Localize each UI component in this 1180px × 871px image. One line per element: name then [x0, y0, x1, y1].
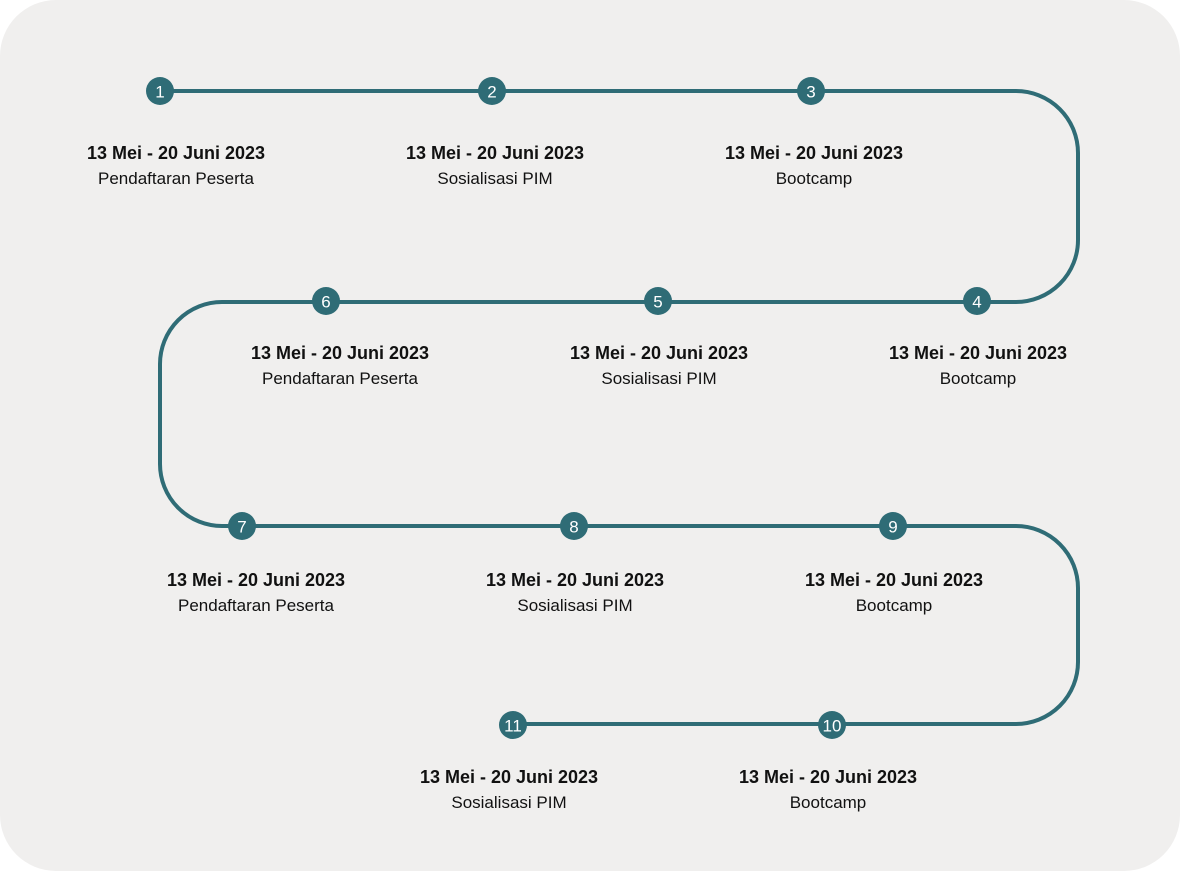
- milestone-marker: [644, 287, 672, 315]
- milestone-marker: [797, 77, 825, 105]
- milestone-date: 13 Mei - 20 Juni 2023: [485, 570, 665, 590]
- milestone-number: 8: [569, 518, 578, 537]
- milestone-node-7: 7: [228, 512, 256, 540]
- milestone-number: 5: [653, 293, 662, 312]
- milestone-marker: [478, 77, 506, 105]
- milestone-date: 13 Mei - 20 Juni 2023: [250, 343, 430, 363]
- milestone-node-4: 4: [963, 287, 991, 315]
- milestone-marker: [879, 512, 907, 540]
- milestone-title: Bootcamp: [855, 596, 933, 615]
- milestone-node-11: 11: [499, 711, 527, 739]
- milestone-marker: [146, 77, 174, 105]
- milestone-number: 9: [888, 518, 897, 537]
- milestone-date: 13 Mei - 20 Juni 2023: [804, 570, 984, 590]
- milestone-date: 13 Mei - 20 Juni 2023: [86, 143, 266, 163]
- milestone-title: Sosialisasi PIM: [451, 793, 567, 812]
- milestone-number: 7: [237, 518, 246, 537]
- milestone-date: 13 Mei - 20 Juni 2023: [738, 767, 918, 787]
- milestone-node-6: 6: [312, 287, 340, 315]
- milestone-number: 10: [823, 717, 842, 736]
- milestone-title: Sosialisasi PIM: [517, 596, 633, 615]
- milestone-node-1: 1: [146, 77, 174, 105]
- milestone-node-10: 10: [818, 711, 846, 739]
- milestone-node-9: 9: [879, 512, 907, 540]
- milestone-number: 4: [972, 293, 981, 312]
- milestone-marker: [499, 711, 527, 739]
- milestone-number: 2: [487, 83, 496, 102]
- milestone-number: 1: [155, 83, 164, 102]
- milestone-title: Bootcamp: [789, 793, 867, 812]
- milestone-node-8: 8: [560, 512, 588, 540]
- milestone-node-2: 2: [478, 77, 506, 105]
- milestone-marker: [963, 287, 991, 315]
- milestone-marker: [228, 512, 256, 540]
- milestone-date: 13 Mei - 20 Juni 2023: [724, 143, 904, 163]
- milestone-date: 13 Mei - 20 Juni 2023: [419, 767, 599, 787]
- milestone-number: 6: [321, 293, 330, 312]
- milestone-title: Sosialisasi PIM: [601, 369, 717, 388]
- milestone-title: Pendaftaran Peserta: [262, 369, 418, 388]
- milestone-node-5: 5: [644, 287, 672, 315]
- milestone-date: 13 Mei - 20 Juni 2023: [166, 570, 346, 590]
- milestone-title: Bootcamp: [939, 369, 1017, 388]
- milestone-title: Pendaftaran Peserta: [98, 169, 254, 188]
- milestone-date: 13 Mei - 20 Juni 2023: [569, 343, 749, 363]
- milestone-number: 11: [504, 717, 522, 736]
- milestone-marker: [818, 711, 846, 739]
- milestone-date: 13 Mei - 20 Juni 2023: [405, 143, 585, 163]
- milestone-date: 13 Mei - 20 Juni 2023: [888, 343, 1068, 363]
- milestone-title: Sosialisasi PIM: [437, 169, 553, 188]
- milestone-marker: [560, 512, 588, 540]
- milestone-marker: [312, 287, 340, 315]
- milestone-number: 3: [806, 83, 815, 102]
- milestone-node-3: 3: [797, 77, 825, 105]
- milestone-title: Pendaftaran Peserta: [178, 596, 334, 615]
- timeline-path: [158, 89, 1080, 726]
- milestone-title: Bootcamp: [775, 169, 853, 188]
